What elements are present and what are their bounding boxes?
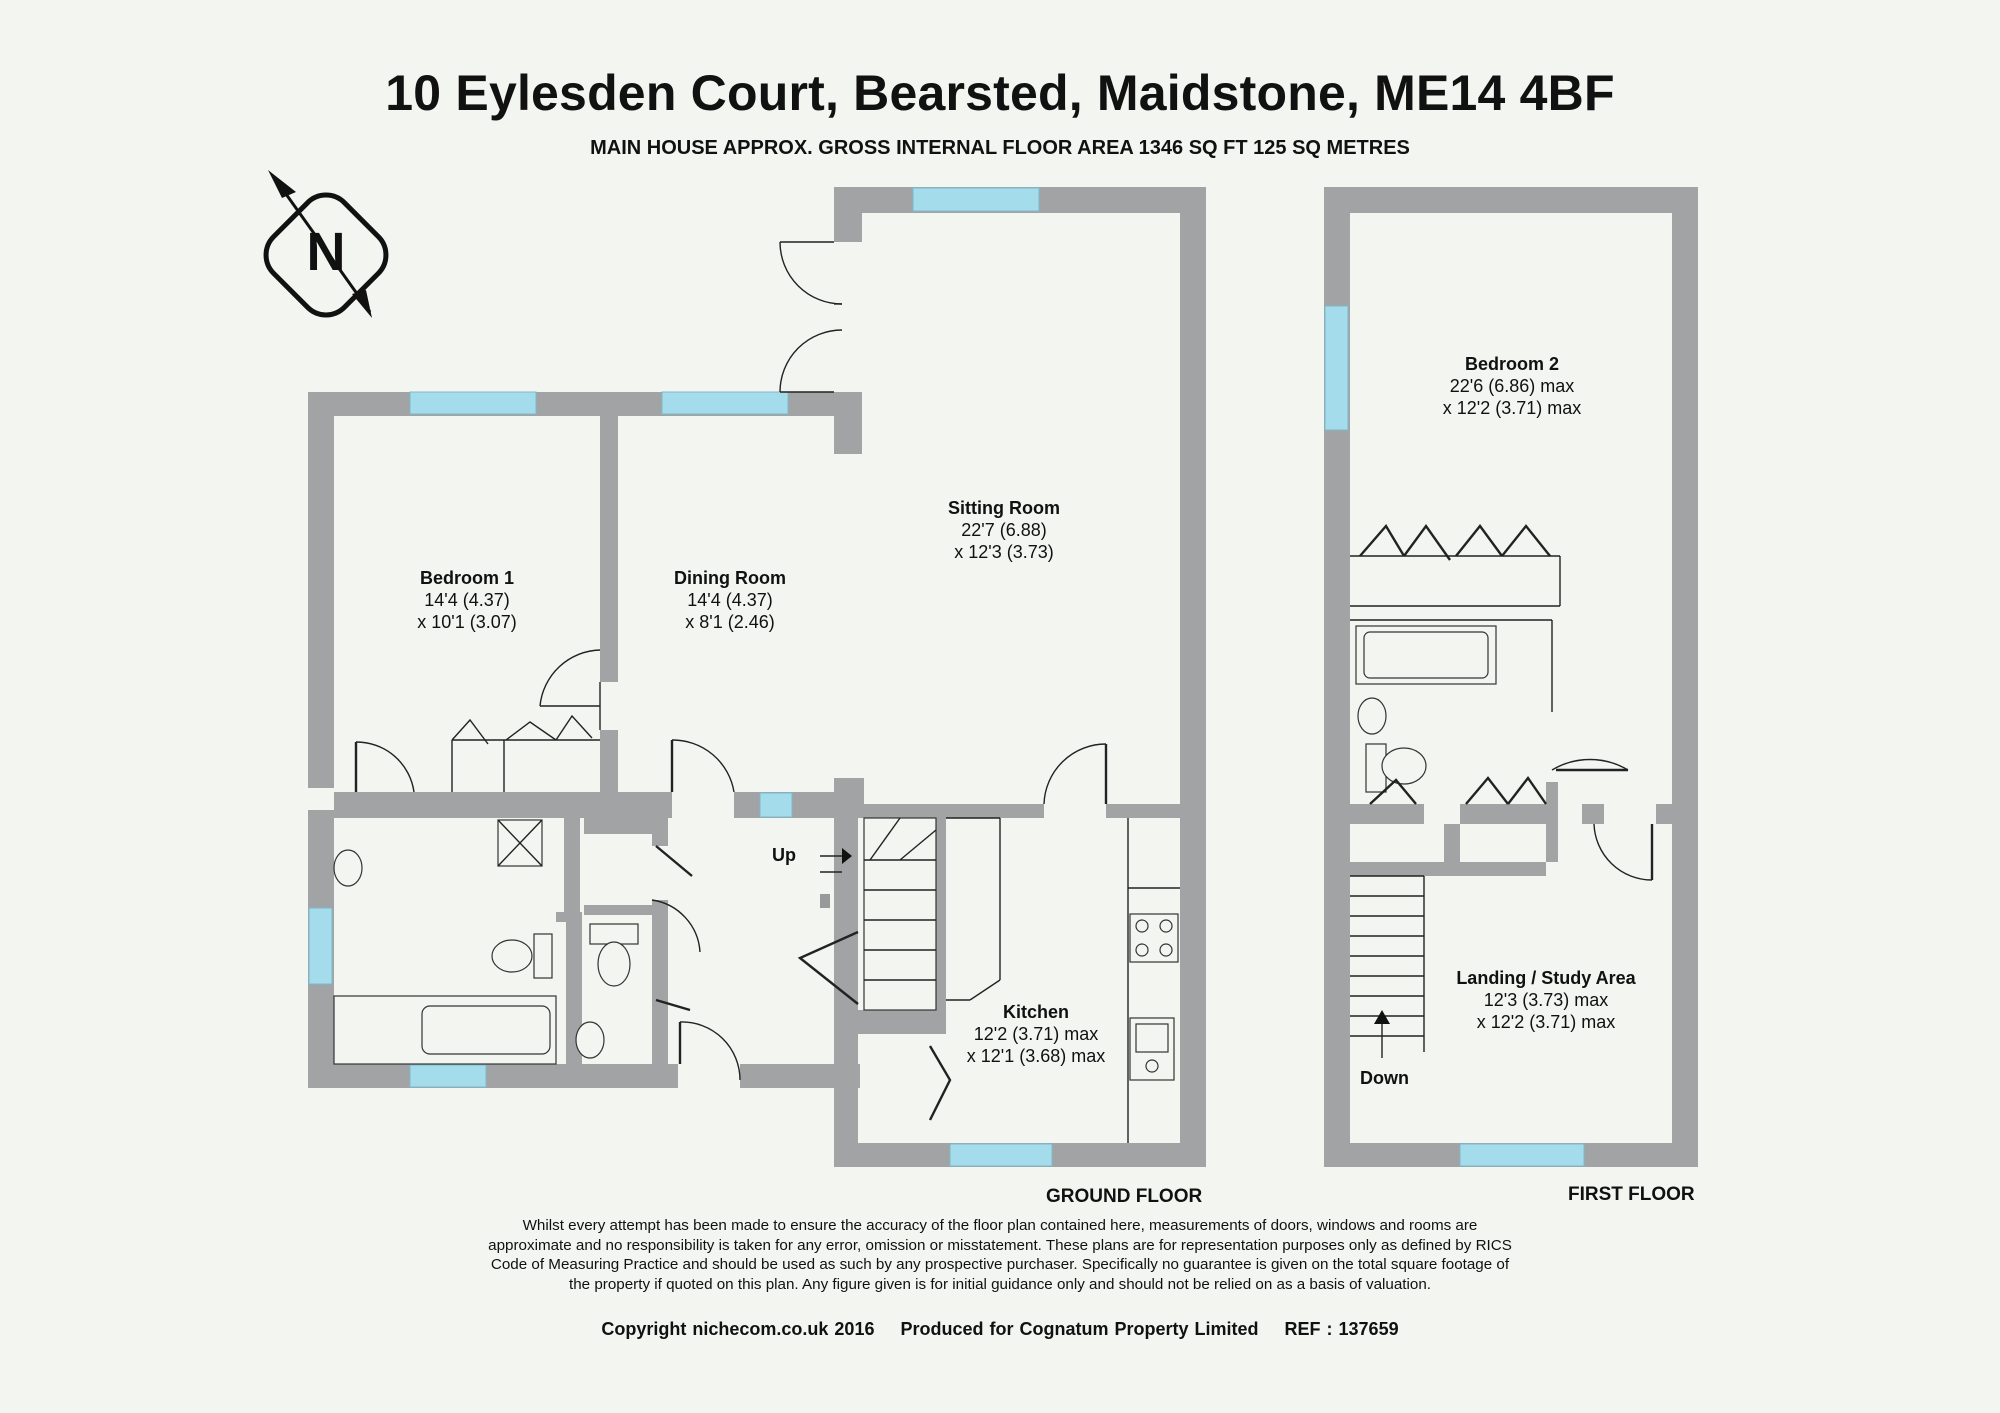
svg-text:Dining Room: Dining Room: [674, 568, 786, 588]
copyright-text: Copyright nichecom.co.uk 2016: [601, 1319, 875, 1339]
first-floor-label: FIRST FLOOR: [1568, 1184, 1695, 1205]
room-label-bedroom-2: Bedroom 2 22'6 (6.86) max x 12'2 (3.71) …: [1443, 354, 1582, 418]
svg-text:x 12'3 (3.73): x 12'3 (3.73): [954, 542, 1054, 562]
svg-text:Landing / Study Area: Landing / Study Area: [1456, 968, 1636, 988]
plan-title: 10 Eylesden Court, Bearsted, Maidstone, …: [385, 65, 1615, 121]
ground-floor-doors: [354, 241, 1108, 1121]
stairs-down-label: Down: [1360, 1068, 1409, 1088]
svg-text:22'6 (6.86) max: 22'6 (6.86) max: [1450, 376, 1575, 396]
room-label-bedroom-1: Bedroom 1 14'4 (4.37) x 10'1 (3.07): [417, 568, 517, 632]
first-floor-fixtures: [1350, 523, 1654, 1058]
room-label-kitchen: Kitchen 12'2 (3.71) max x 12'1 (3.68) ma…: [967, 1002, 1106, 1066]
room-label-dining-room: Dining Room 14'4 (4.37) x 8'1 (2.46): [674, 568, 786, 632]
svg-text:Sitting Room: Sitting Room: [948, 498, 1060, 518]
ground-floor-stairs: [820, 817, 1001, 1011]
bathroom-fixtures: [333, 819, 639, 1065]
ground-floor-label: GROUND FLOOR: [1046, 1186, 1202, 1207]
floor-area-subtitle: MAIN HOUSE APPROX. GROSS INTERNAL FLOOR …: [590, 137, 1410, 159]
compass-letter: N: [307, 222, 346, 282]
svg-text:Kitchen: Kitchen: [1003, 1002, 1069, 1022]
compass-icon: N: [263, 170, 389, 318]
svg-text:14'4 (4.37): 14'4 (4.37): [424, 590, 510, 610]
svg-text:x 8'1 (2.46): x 8'1 (2.46): [685, 612, 774, 632]
first-floor-windows: [1324, 305, 1585, 1167]
svg-text:x 12'2 (3.71) max: x 12'2 (3.71) max: [1477, 1012, 1616, 1032]
svg-text:Bedroom 1: Bedroom 1: [420, 568, 514, 588]
svg-text:22'7 (6.88): 22'7 (6.88): [961, 520, 1047, 540]
svg-text:12'2 (3.71) max: 12'2 (3.71) max: [974, 1024, 1099, 1044]
kitchen-fixtures: [1127, 818, 1180, 1143]
ground-floor-windows: [308, 187, 1053, 1167]
footer: Copyright nichecom.co.uk 2016 Produced f…: [0, 1319, 2000, 1340]
produced-for-text: Produced for Cognatum Property Limited: [900, 1319, 1259, 1339]
stairs-up-label: Up: [772, 845, 796, 865]
room-label-sitting-room: Sitting Room 22'7 (6.88) x 12'3 (3.73): [948, 498, 1060, 562]
svg-text:x 10'1 (3.07): x 10'1 (3.07): [417, 612, 517, 632]
disclaimer-text: Whilst every attempt has been made to en…: [488, 1217, 1512, 1293]
svg-text:Bedroom 2: Bedroom 2: [1465, 354, 1559, 374]
svg-text:x 12'1 (3.68) max: x 12'1 (3.68) max: [967, 1046, 1106, 1066]
room-label-landing: Landing / Study Area 12'3 (3.73) max x 1…: [1456, 968, 1636, 1032]
svg-text:12'3 (3.73) max: 12'3 (3.73) max: [1484, 990, 1609, 1010]
svg-text:14'4 (4.37): 14'4 (4.37): [687, 590, 773, 610]
svg-text:x 12'2 (3.71) max: x 12'2 (3.71) max: [1443, 398, 1582, 418]
reference-text: REF : 137659: [1284, 1319, 1399, 1339]
